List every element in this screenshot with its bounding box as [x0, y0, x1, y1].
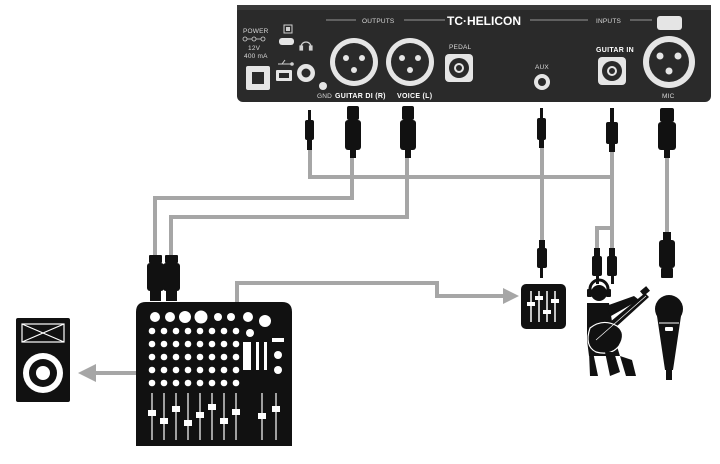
aux-label: AUX: [535, 64, 549, 71]
plug-mic: [658, 108, 676, 158]
gnd-screw: [319, 82, 327, 90]
plug-aux: [537, 108, 546, 148]
cable-guitar-through: [595, 205, 614, 248]
cable-mixer-to-aux: [235, 281, 505, 303]
mixer-icon: [136, 302, 292, 446]
headphone-icon: [299, 41, 313, 51]
usb-icon: [278, 59, 294, 66]
speaker-icon: [16, 318, 70, 402]
xlr-output-right: [330, 38, 378, 86]
brand-logo: TC·HELICON: [447, 14, 521, 28]
plugs-top: [305, 106, 676, 158]
lock-icon: [283, 24, 293, 34]
lock-slot: [279, 38, 294, 45]
mic-label: MIC: [662, 93, 675, 100]
plug-aux-player: [537, 240, 547, 278]
plug-guitar-in: [606, 108, 618, 152]
voice-label: VOICE (L): [397, 93, 432, 100]
outputs-label: OUTPUTS: [362, 18, 395, 25]
pedal-label: PEDAL: [449, 44, 472, 51]
device-panel: OUTPUTS TC·HELICON INPUTS POWER 12V 400 …: [237, 5, 711, 102]
microphone-icon: [655, 295, 683, 380]
arrow-to-aux: [503, 288, 519, 304]
inputs-label: INPUTS: [596, 18, 622, 25]
guitarist-icon: [587, 278, 650, 376]
cable-routes: [95, 145, 669, 375]
guitar-in-jack: [598, 57, 626, 85]
xlr-output-left: [386, 38, 434, 86]
plug-xlr-right: [345, 106, 361, 158]
polarity-icon: [242, 36, 266, 42]
arrow-to-speaker: [78, 364, 96, 382]
mic-latch: [657, 16, 682, 30]
plug-xlr-left: [400, 106, 416, 158]
plug-mic-lower: [659, 232, 675, 278]
pedal-jack: [445, 54, 473, 82]
plug-headphone: [305, 110, 314, 150]
plugs-bottom: [147, 232, 675, 301]
plug-mixer-xlr-2: [163, 255, 180, 301]
gnd-label: GND: [317, 93, 332, 100]
plug-guitar-2: [607, 248, 617, 284]
guitar-di-label: GUITAR DI (R): [335, 93, 386, 100]
cable-headphone: [308, 150, 612, 179]
aux-player-icon: [521, 284, 566, 329]
plug-mixer-xlr-1: [147, 255, 164, 301]
power-label: POWER: [243, 28, 269, 35]
power-voltage: 12V: [248, 45, 261, 52]
cable-output-right: [153, 155, 354, 255]
guitar-in-label: GUITAR IN: [596, 47, 634, 54]
cable-output-left: [169, 155, 409, 255]
power-current: 400 mA: [244, 53, 268, 60]
mic-input-xlr: [643, 36, 695, 88]
